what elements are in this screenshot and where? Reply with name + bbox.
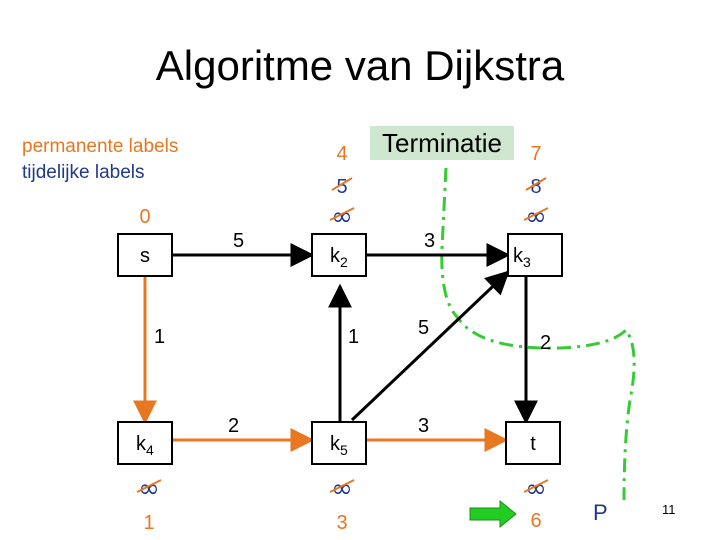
label-k2-permanent: 4 <box>336 143 347 165</box>
weight-k5-k2: 1 <box>348 326 359 348</box>
svg-text:k3: k3 <box>513 245 531 270</box>
label-s-permanent: 0 <box>139 206 150 228</box>
strike-t-1 <box>523 479 549 493</box>
node-k3: k3 <box>507 233 563 277</box>
weight-k5-t: 3 <box>418 415 429 437</box>
svg-text:k4: k4 <box>136 433 154 458</box>
node-k4: k4 <box>117 421 173 465</box>
strike-k2-1 <box>331 177 353 191</box>
strike-k4-1 <box>136 479 162 493</box>
termination-label: Terminatie <box>370 126 514 160</box>
label-k3-crossed-2: ∞ <box>525 202 547 232</box>
node-s: s <box>117 233 173 277</box>
label-k2-crossed-2: ∞ <box>331 202 353 232</box>
path-label: P <box>593 500 608 525</box>
weight-k2-k3: 3 <box>424 230 435 252</box>
strike-k2-2 <box>329 207 355 221</box>
label-k3-crossed-1: 8 <box>530 176 541 198</box>
node-k2-sub: 2 <box>340 254 348 270</box>
node-t-label: t <box>530 433 536 455</box>
node-k3-label: k <box>513 245 524 267</box>
node-k2: k2 <box>311 233 367 277</box>
node-k3-sub: 3 <box>523 254 531 270</box>
label-k4-crossed-1: ∞ <box>138 474 160 504</box>
node-k4-label: k <box>136 433 147 455</box>
weight-k3-t: 2 <box>540 332 551 354</box>
weight-s-k2: 5 <box>233 230 244 252</box>
weight-k5-k3: 5 <box>418 317 429 339</box>
svg-text:s: s <box>140 245 150 267</box>
node-k5-label: k <box>330 433 341 455</box>
strike-k3-2 <box>523 207 549 221</box>
strike-k5-1 <box>329 479 355 493</box>
legend-temporary-labels: tijdelijke labels <box>22 162 145 183</box>
svg-text:k2: k2 <box>330 245 348 270</box>
label-k5-crossed-1: ∞ <box>331 474 353 504</box>
label-k5-permanent: 3 <box>336 512 347 534</box>
edge-k5-k3 <box>350 270 510 422</box>
node-k5-sub: 5 <box>340 442 348 458</box>
node-s-label: s <box>140 245 150 267</box>
label-k2-crossed-1: 5 <box>336 176 347 198</box>
svg-text:t: t <box>530 433 536 455</box>
node-k2-label: k <box>330 245 341 267</box>
page-number: 11 <box>662 502 676 517</box>
svg-text:k5: k5 <box>330 433 348 458</box>
legend-permanent-labels: permanente labels <box>22 136 179 157</box>
label-k3-permanent: 7 <box>530 143 541 165</box>
green-arrow-icon <box>469 499 517 529</box>
label-t-crossed-1: ∞ <box>525 474 547 504</box>
node-k4-sub: 4 <box>146 442 154 458</box>
weight-s-k4: 1 <box>154 326 165 348</box>
label-t-permanent: 6 <box>530 510 541 532</box>
weight-k4-k5: 2 <box>228 415 239 437</box>
node-t: t <box>505 421 561 465</box>
slide-title: Algoritme van Dijkstra <box>155 42 565 89</box>
label-k4-permanent: 1 <box>143 512 154 534</box>
strike-k3-1 <box>525 177 547 191</box>
node-k5: k5 <box>311 421 367 465</box>
cut-line <box>440 167 636 501</box>
